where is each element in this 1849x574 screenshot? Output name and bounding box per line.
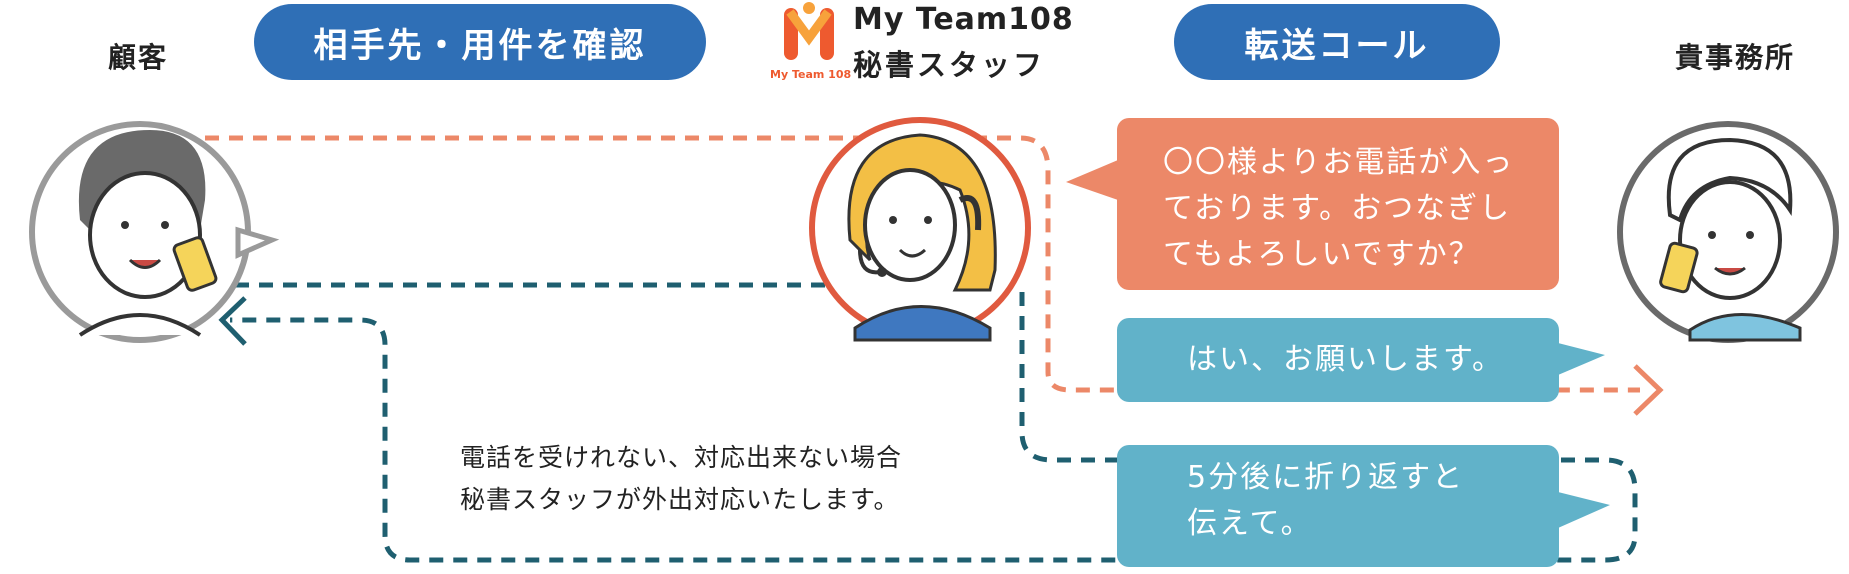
myteam-logo-icon: [784, 2, 834, 60]
secretary-avatar: [809, 117, 1031, 342]
confirm-pill-text: 相手先・用件を確認: [313, 25, 647, 66]
bubble-line: ております。おつなぎし: [1163, 191, 1512, 226]
transfer-pill: 転送コール: [1174, 4, 1500, 80]
outside-support-note: 電話を受けれない、対応出来ない場合 秘書スタッフが外出対応いたします。: [460, 437, 902, 521]
confirm-pill: 相手先・用件を確認: [254, 4, 706, 80]
logo-name: My Team108: [853, 2, 1074, 37]
bubble-line: てもよろしいですか？: [1163, 237, 1481, 272]
orange-flow-line: [205, 135, 1640, 393]
office-avatar: [1617, 121, 1839, 343]
note-line: 秘書スタッフが外出対応いたします。: [460, 485, 900, 514]
yes-bubble-tail: [1558, 343, 1605, 375]
transfer-pill-text: 転送コール: [1244, 25, 1430, 66]
transfer-request-bubble: 〇〇様よりお電話が入っ ております。おつなぎし てもよろしいですか？: [1117, 118, 1559, 290]
yes-bubble: はい、お願いします。: [1117, 318, 1559, 402]
phone-icon-office: [1659, 241, 1699, 294]
office-label: 貴事務所: [1675, 41, 1796, 74]
bubble-line: 5分後に折り返すと: [1187, 460, 1465, 495]
teal-flow-line-loop: [230, 292, 1638, 563]
bubble-line: 伝えて。: [1187, 506, 1313, 541]
callback-bubble: 5分後に折り返すと 伝えて。: [1117, 445, 1559, 567]
customer-label: 顧客: [108, 41, 169, 74]
teal-arrowhead: [218, 296, 247, 346]
yes-bubble-text: はい、お願いします。: [1187, 342, 1504, 377]
phone-icon: [172, 236, 218, 292]
callback-bubble-tail: [1558, 492, 1610, 528]
orange-arrowhead: [1633, 364, 1664, 416]
logo-sub: 秘書スタッフ: [853, 48, 1046, 82]
speech-tail-icon: [235, 226, 280, 259]
note-line: 電話を受けれない、対応出来ない場合: [460, 443, 903, 472]
bubble-line: 〇〇様よりお電話が入っ: [1163, 145, 1515, 180]
logo-small-text: My Team 108: [770, 68, 852, 81]
orange-bubble-tail: [1066, 160, 1118, 200]
customer-avatar: [29, 121, 280, 343]
headset-icon: [958, 195, 982, 231]
